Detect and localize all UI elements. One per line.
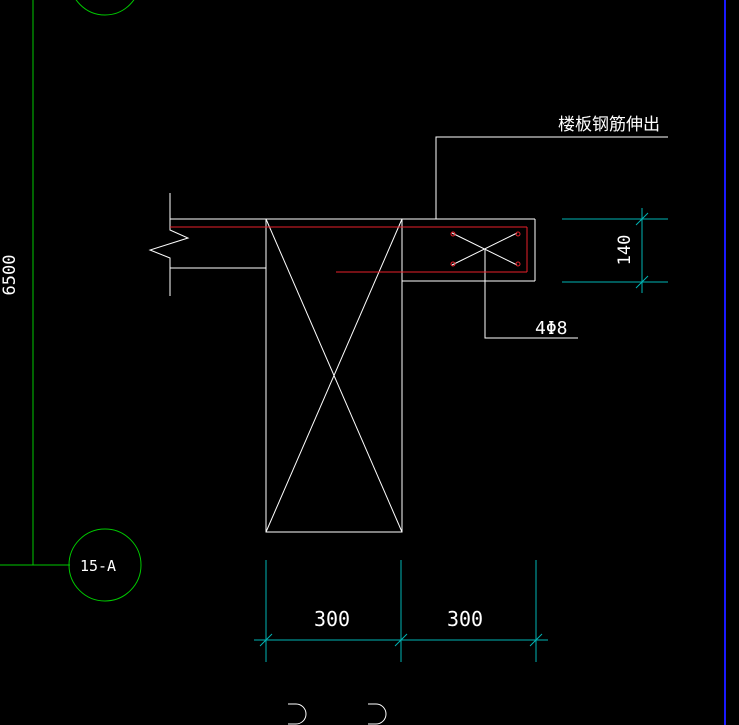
- bars-annotation: 4Φ8: [535, 318, 568, 339]
- dim-tick-top: [635, 212, 649, 226]
- beam-cross-2: [265, 218, 403, 533]
- width-dimension: [254, 560, 548, 662]
- side-dimension-label: 6500: [0, 255, 20, 296]
- axis-bubble-15a: [68, 528, 142, 602]
- dim-tick-right: [529, 633, 543, 647]
- rebar-dot: [450, 231, 456, 237]
- slab-rebar-annotation: 楼板钢筋伸出: [558, 115, 660, 135]
- dim-tick-left: [259, 633, 273, 647]
- axis-bubble-label: 15-A: [80, 557, 116, 575]
- thickness-dimension: [562, 208, 668, 293]
- partial-arc-right: [368, 703, 387, 725]
- axis-grid: [0, 0, 142, 602]
- thickness-dimension-label: 140: [615, 235, 635, 266]
- width-dimension-label-left: 300: [314, 607, 350, 631]
- section-linework: [148, 136, 668, 533]
- partial-arc-left: [288, 703, 307, 725]
- rebar-dot: [450, 261, 456, 267]
- axis-bubble-top: [75, 0, 135, 16]
- slab-rebar-leader: [435, 136, 668, 219]
- bottom-partial-symbols: [288, 703, 387, 725]
- width-dimension-label-right: 300: [447, 607, 483, 631]
- break-symbol: [148, 193, 190, 296]
- bars-leader: [484, 249, 578, 339]
- dim-tick-bottom: [635, 275, 649, 289]
- rebar-dot: [515, 231, 521, 237]
- rebar: [170, 226, 528, 273]
- rebar-dot: [515, 261, 521, 267]
- dim-tick-middle: [394, 633, 408, 647]
- beam-outline: [265, 218, 403, 533]
